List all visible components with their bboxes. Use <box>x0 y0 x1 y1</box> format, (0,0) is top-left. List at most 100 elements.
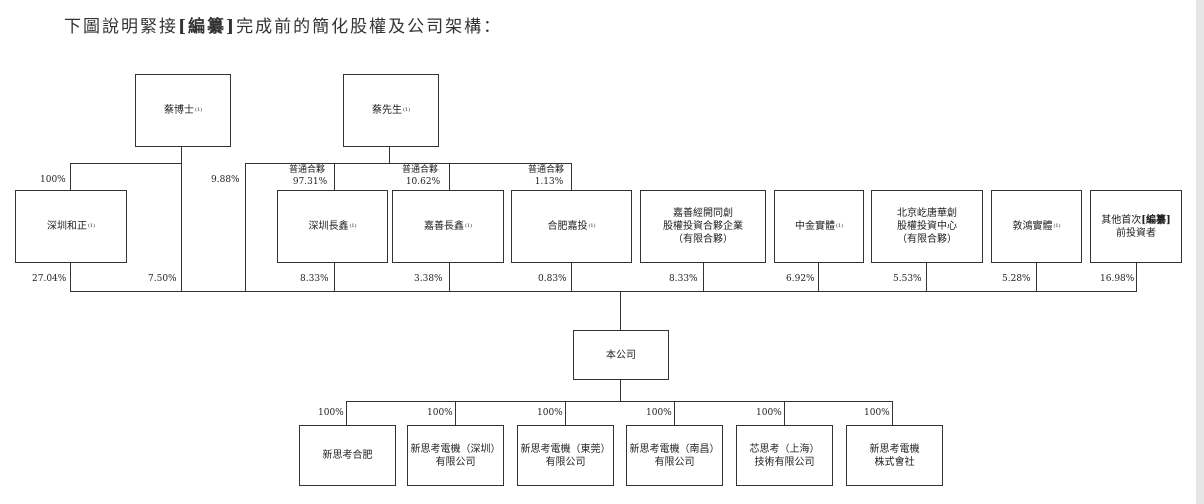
pct-label: 9.88% <box>211 175 240 185</box>
node-dunhong: 敦鴻實體(1) <box>991 190 1082 263</box>
connector-line <box>334 163 335 190</box>
node-label: 合肥嘉投 <box>547 221 588 232</box>
pct-label: 100% <box>427 408 453 418</box>
node-other-investors: 其他首次[編纂]前投資者 <box>1090 190 1182 263</box>
connector-line <box>449 163 450 190</box>
node-label: 嘉善經開同創 股權投資合夥企業 （有限合夥） <box>663 208 743 245</box>
page-edge-shadow <box>1196 0 1204 504</box>
connector-line <box>1136 262 1137 292</box>
footnote-marker: (1) <box>87 223 96 229</box>
connector-line <box>703 262 704 292</box>
pct-label: 100% <box>537 408 563 418</box>
subsidiary-bus-line <box>346 401 892 402</box>
pct-label: 3.38% <box>414 274 443 284</box>
pct-label: 100% <box>646 408 672 418</box>
footnote-marker: (1) <box>1053 223 1061 229</box>
pct-label: 1.13% <box>534 177 564 187</box>
connector-line <box>70 163 182 164</box>
connector-line <box>334 262 335 292</box>
pct-label: 5.28% <box>1002 274 1031 284</box>
node-label: 新思考合肥 <box>322 450 373 461</box>
connector-line <box>455 401 456 425</box>
connector-line <box>449 262 450 292</box>
pct-label: 16.98% <box>1100 274 1135 284</box>
connector-line <box>620 291 621 330</box>
pct-label: 27.04% <box>32 274 67 284</box>
intro-redacted: [編纂] <box>178 17 237 37</box>
pct-label: 100% <box>864 408 890 418</box>
footnote-marker: (1) <box>464 223 473 229</box>
connector-line <box>1036 262 1037 292</box>
intro-after: 完成前的簡化股權及公司架構： <box>236 17 503 37</box>
node-beijing-center: 北京屹唐華創 股權投資中心 （有限合夥） <box>871 190 983 263</box>
connector-line <box>818 262 819 292</box>
node-label: 本公司 <box>606 349 636 361</box>
connector-line <box>70 262 71 292</box>
intro-text: 下圖說明緊接[編纂]完成前的簡化股權及公司架構： <box>64 12 502 37</box>
node-dr-cai: 蔡博士(1) <box>135 74 231 147</box>
pct-label: 8.33% <box>300 274 329 284</box>
connector-line <box>892 401 893 425</box>
node-label-prefix: 其他首次 <box>1101 214 1142 226</box>
node-label: 蔡博士 <box>163 105 194 116</box>
connector-line <box>571 262 572 292</box>
node-label: 蔡先生 <box>371 105 402 116</box>
pct-label: 8.33% <box>669 274 698 284</box>
relation-label: 普通合夥 <box>527 165 565 175</box>
connector-line <box>674 401 675 425</box>
pct-label: 100% <box>756 408 782 418</box>
connector-line <box>389 146 390 163</box>
footnote-marker: (1) <box>835 223 844 229</box>
node-shenzhen-hezheng: 深圳和正(1) <box>15 190 127 263</box>
pct-label: 97.31% <box>292 177 328 187</box>
pct-label: 100% <box>40 175 66 185</box>
connector-line <box>565 401 566 425</box>
node-label: 深圳長鑫 <box>308 221 349 232</box>
connector-line <box>181 146 182 292</box>
footnote-marker: (1) <box>194 107 203 113</box>
pct-label: 10.62% <box>405 177 441 187</box>
footnote-marker: (1) <box>349 223 357 229</box>
connector-line <box>620 379 621 402</box>
node-company: 本公司 <box>573 330 669 380</box>
intro-before: 下圖說明緊接 <box>64 17 178 37</box>
node-mr-cai: 蔡先生(1) <box>343 74 439 147</box>
connector-line <box>245 163 246 292</box>
pct-label: 5.53% <box>893 274 922 284</box>
connector-line <box>346 401 347 425</box>
node-subsidiary-4: 新思考電機（南昌） 有限公司 <box>626 425 723 486</box>
node-subsidiary-2: 新思考電機（深圳） 有限公司 <box>407 425 504 486</box>
node-hefei-jiatou: 合肥嘉投(1) <box>511 190 632 263</box>
node-label: 中金實體 <box>794 221 835 232</box>
node-label: 芯思考（上海） 技術有限公司 <box>749 443 820 468</box>
node-subsidiary-1: 新思考合肥 <box>299 425 396 486</box>
pct-label: 0.83% <box>538 274 567 284</box>
connector-line <box>926 262 927 292</box>
node-label: 新思考電機（南昌） 有限公司 <box>629 443 720 468</box>
relation-label: 普通合夥 <box>288 165 326 175</box>
footnote-marker: (1) <box>402 107 411 113</box>
node-label: 北京屹唐華創 股權投資中心 （有限合夥） <box>897 208 957 245</box>
pct-label: 6.92% <box>786 274 815 284</box>
relation-label: 普通合夥 <box>401 165 439 175</box>
node-subsidiary-3: 新思考電機（東莞） 有限公司 <box>517 425 614 486</box>
pct-label: 7.50% <box>148 274 177 284</box>
node-subsidiary-5: 芯思考（上海） 技術有限公司 <box>736 425 833 486</box>
main-bus-line <box>70 291 1137 292</box>
node-label: 嘉善長鑫 <box>423 221 464 232</box>
node-label: 新思考電機（東莞） 有限公司 <box>520 443 611 468</box>
connector-line <box>245 163 572 164</box>
node-label: 深圳和正 <box>46 221 87 232</box>
node-label-redacted: [編纂] <box>1141 214 1171 226</box>
node-jiashan-fund: 嘉善經開同創 股權投資合夥企業 （有限合夥） <box>640 190 766 263</box>
node-label: 敦鴻實體 <box>1012 221 1053 232</box>
node-label-suffix: 前投資者 <box>1116 227 1156 239</box>
node-zhongjin: 中金實體(1) <box>774 190 864 263</box>
connector-line <box>70 163 71 190</box>
node-subsidiary-6: 新思考電機 株式會社 <box>846 425 943 486</box>
node-label: 新思考電機 株式會社 <box>869 443 920 468</box>
pct-label: 100% <box>318 408 344 418</box>
connector-line <box>784 401 785 425</box>
node-jiashan-changxin: 嘉善長鑫(1) <box>392 190 504 263</box>
